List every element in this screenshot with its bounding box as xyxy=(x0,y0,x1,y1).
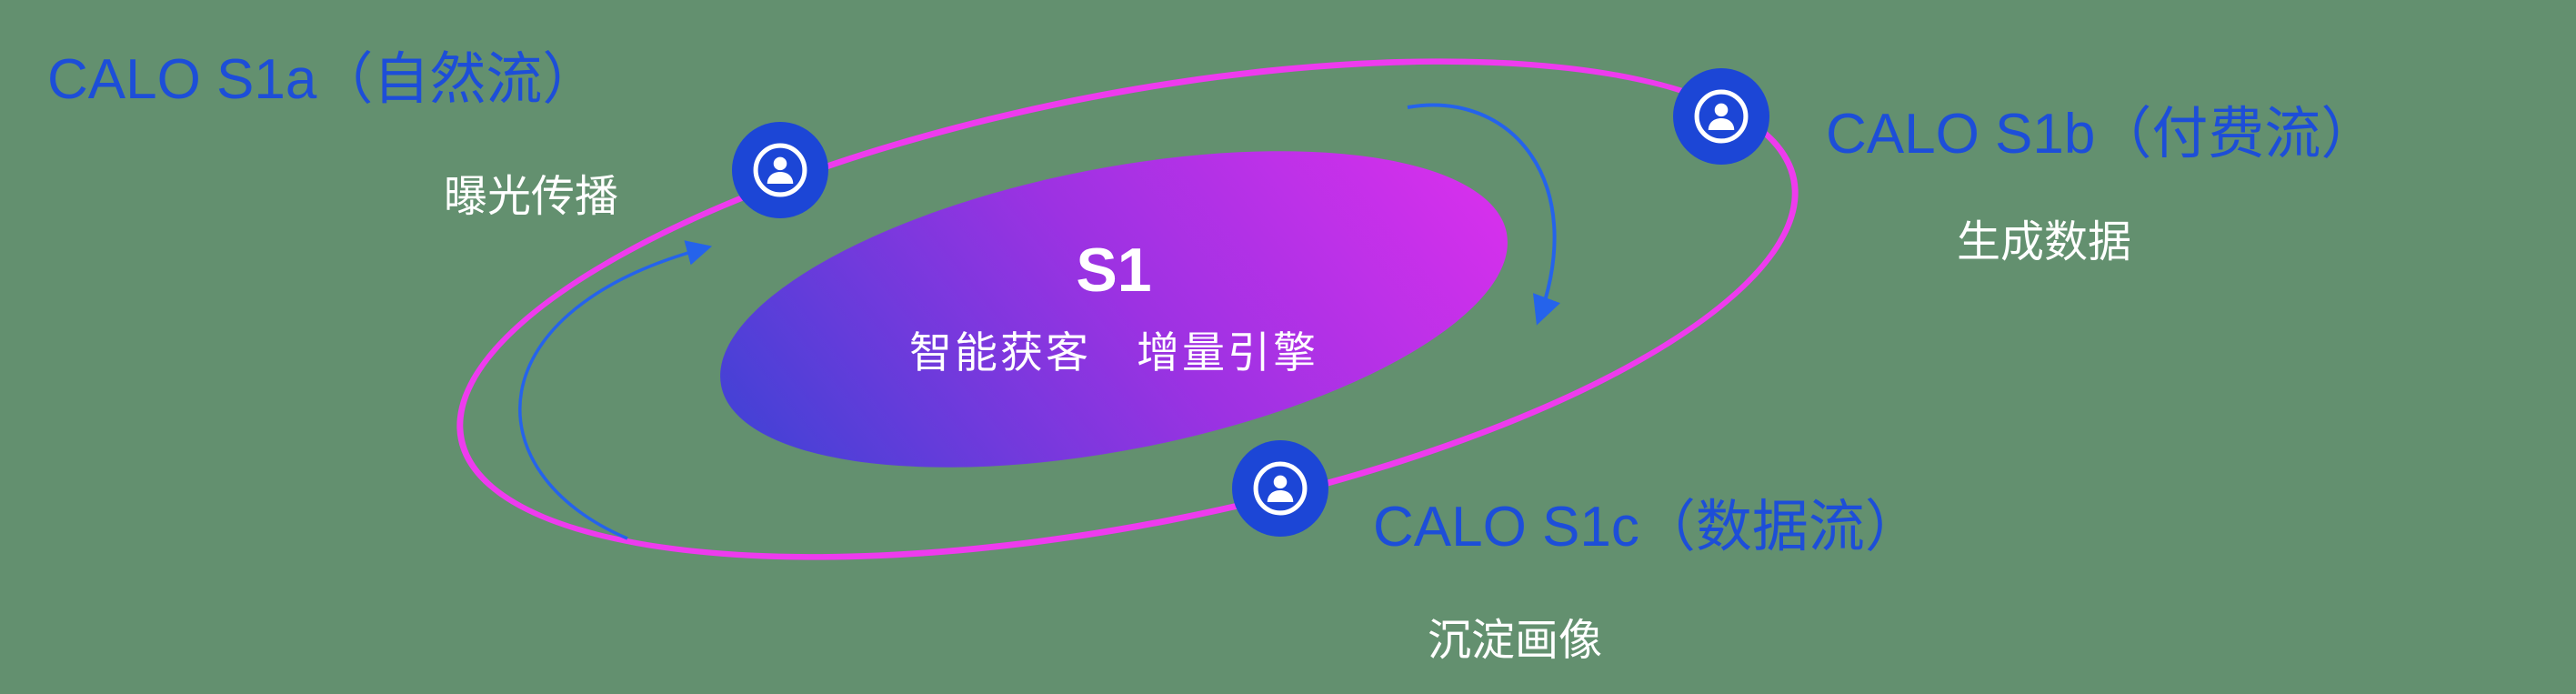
core-subtitle: 智能获客 增量引擎 xyxy=(909,328,1318,377)
node-s1a-title: CALO S1a（自然流） xyxy=(47,48,599,111)
node-s1a-subtitle: 曝光传播 xyxy=(444,173,619,221)
node-s1b xyxy=(1673,68,1769,165)
node-s1b-subtitle: 生成数据 xyxy=(1957,218,2132,267)
arrow-right-down xyxy=(1407,103,1560,326)
node-s1b-title: CALO S1b（付费流） xyxy=(1826,103,2378,166)
core-label: S1 智能获客 增量引擎 xyxy=(714,168,1514,450)
core-title: S1 xyxy=(1076,235,1152,305)
user-icon xyxy=(1694,89,1749,144)
user-icon xyxy=(1253,461,1308,516)
node-s1c xyxy=(1232,440,1328,537)
user-icon xyxy=(753,143,807,197)
node-s1c-title: CALO S1c（数据流） xyxy=(1373,496,1921,558)
node-s1c-subtitle: 沉淀画像 xyxy=(1428,617,1603,665)
node-s1a xyxy=(732,122,828,218)
arrow-left-up xyxy=(518,240,713,540)
